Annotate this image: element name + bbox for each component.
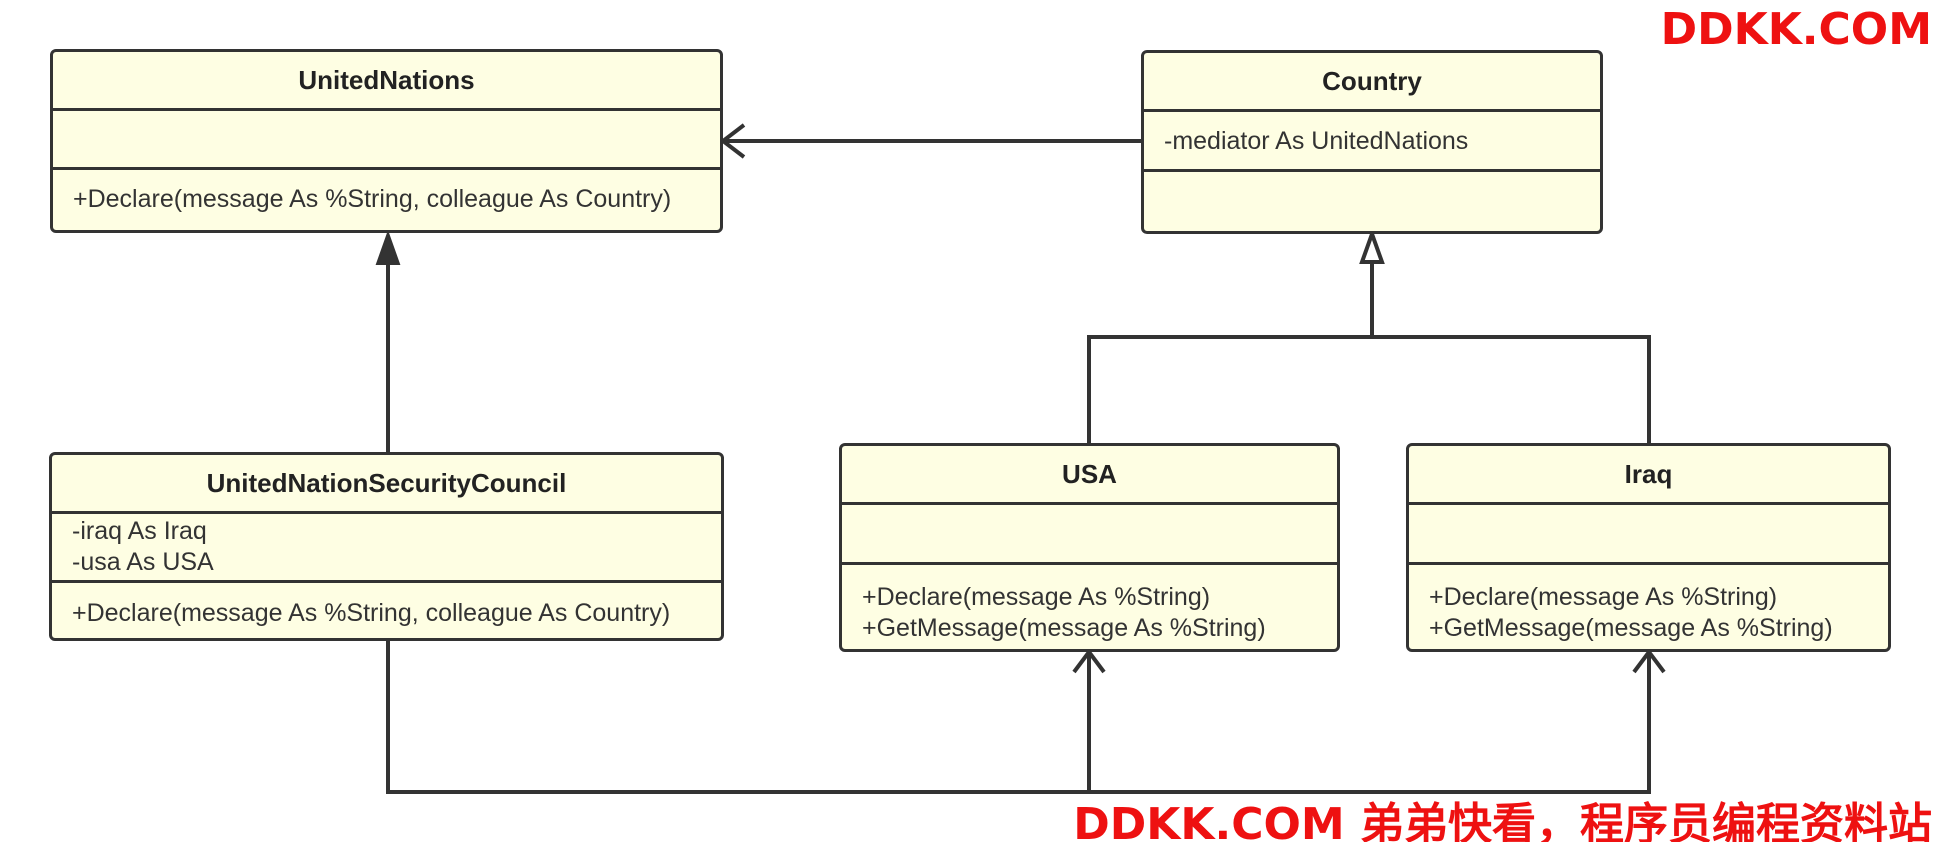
class-name: Iraq bbox=[1409, 446, 1888, 505]
attribute-row: -iraq As Iraq bbox=[72, 517, 207, 545]
method-row: +Declare(message As %String, colleague A… bbox=[73, 185, 672, 213]
methods-section: +Declare(message As %String) +GetMessage(… bbox=[842, 565, 1337, 648]
hollow-arrowhead-country bbox=[1359, 228, 1385, 264]
method-row: +Declare(message As %String, colleague A… bbox=[72, 599, 671, 627]
methods-section: +Declare(message As %String, colleague A… bbox=[52, 583, 721, 633]
methods-section: +Declare(message As %String, colleague A… bbox=[53, 170, 720, 219]
association-line-council-to-iraq bbox=[386, 639, 1651, 794]
class-unitednationsecuritycouncil[interactable]: UnitedNationSecurityCouncil -iraq As Ira… bbox=[49, 452, 724, 641]
watermark-top: DDKK.COM bbox=[1660, 4, 1932, 55]
attributes-section bbox=[53, 111, 720, 170]
methods-section bbox=[1144, 172, 1600, 194]
class-country[interactable]: Country -mediator As UnitedNations bbox=[1141, 50, 1603, 234]
inheritance-line-usa-to-country bbox=[1087, 335, 1372, 444]
open-arrowhead-iraq bbox=[1632, 648, 1666, 674]
class-name: Country bbox=[1144, 53, 1600, 112]
inheritance-line-iraq-to-country bbox=[1372, 335, 1651, 444]
attributes-section bbox=[842, 505, 1337, 565]
filled-arrowhead-unitednations bbox=[375, 230, 401, 265]
attribute-row: -usa As USA bbox=[72, 548, 214, 576]
methods-section: +Declare(message As %String) +GetMessage(… bbox=[1409, 565, 1888, 648]
attribute-row: -mediator As UnitedNations bbox=[1164, 127, 1469, 155]
method-row: +Declare(message As %String) bbox=[1429, 583, 1778, 611]
attributes-section bbox=[1409, 505, 1888, 565]
class-name: USA bbox=[842, 446, 1337, 505]
class-name: UnitedNationSecurityCouncil bbox=[52, 455, 721, 514]
class-unitednations[interactable]: UnitedNations +Declare(message As %Strin… bbox=[50, 49, 723, 233]
attributes-section: -mediator As UnitedNations bbox=[1144, 112, 1600, 172]
method-row: +GetMessage(message As %String) bbox=[1429, 614, 1833, 642]
open-arrowhead-usa bbox=[1072, 648, 1106, 674]
method-row: +GetMessage(message As %String) bbox=[862, 614, 1266, 642]
class-iraq[interactable]: Iraq +Declare(message As %String) +GetMes… bbox=[1406, 443, 1891, 652]
open-arrowhead-unitednations bbox=[719, 123, 746, 159]
attributes-section: -iraq As Iraq -usa As USA bbox=[52, 514, 721, 583]
class-usa[interactable]: USA +Declare(message As %String) +GetMess… bbox=[839, 443, 1340, 652]
class-name: UnitedNations bbox=[53, 52, 720, 111]
watermark-bottom: DDKK.COM 弟弟快看，程序员编程资料站 bbox=[1073, 799, 1932, 842]
method-row: +Declare(message As %String) bbox=[862, 583, 1211, 611]
